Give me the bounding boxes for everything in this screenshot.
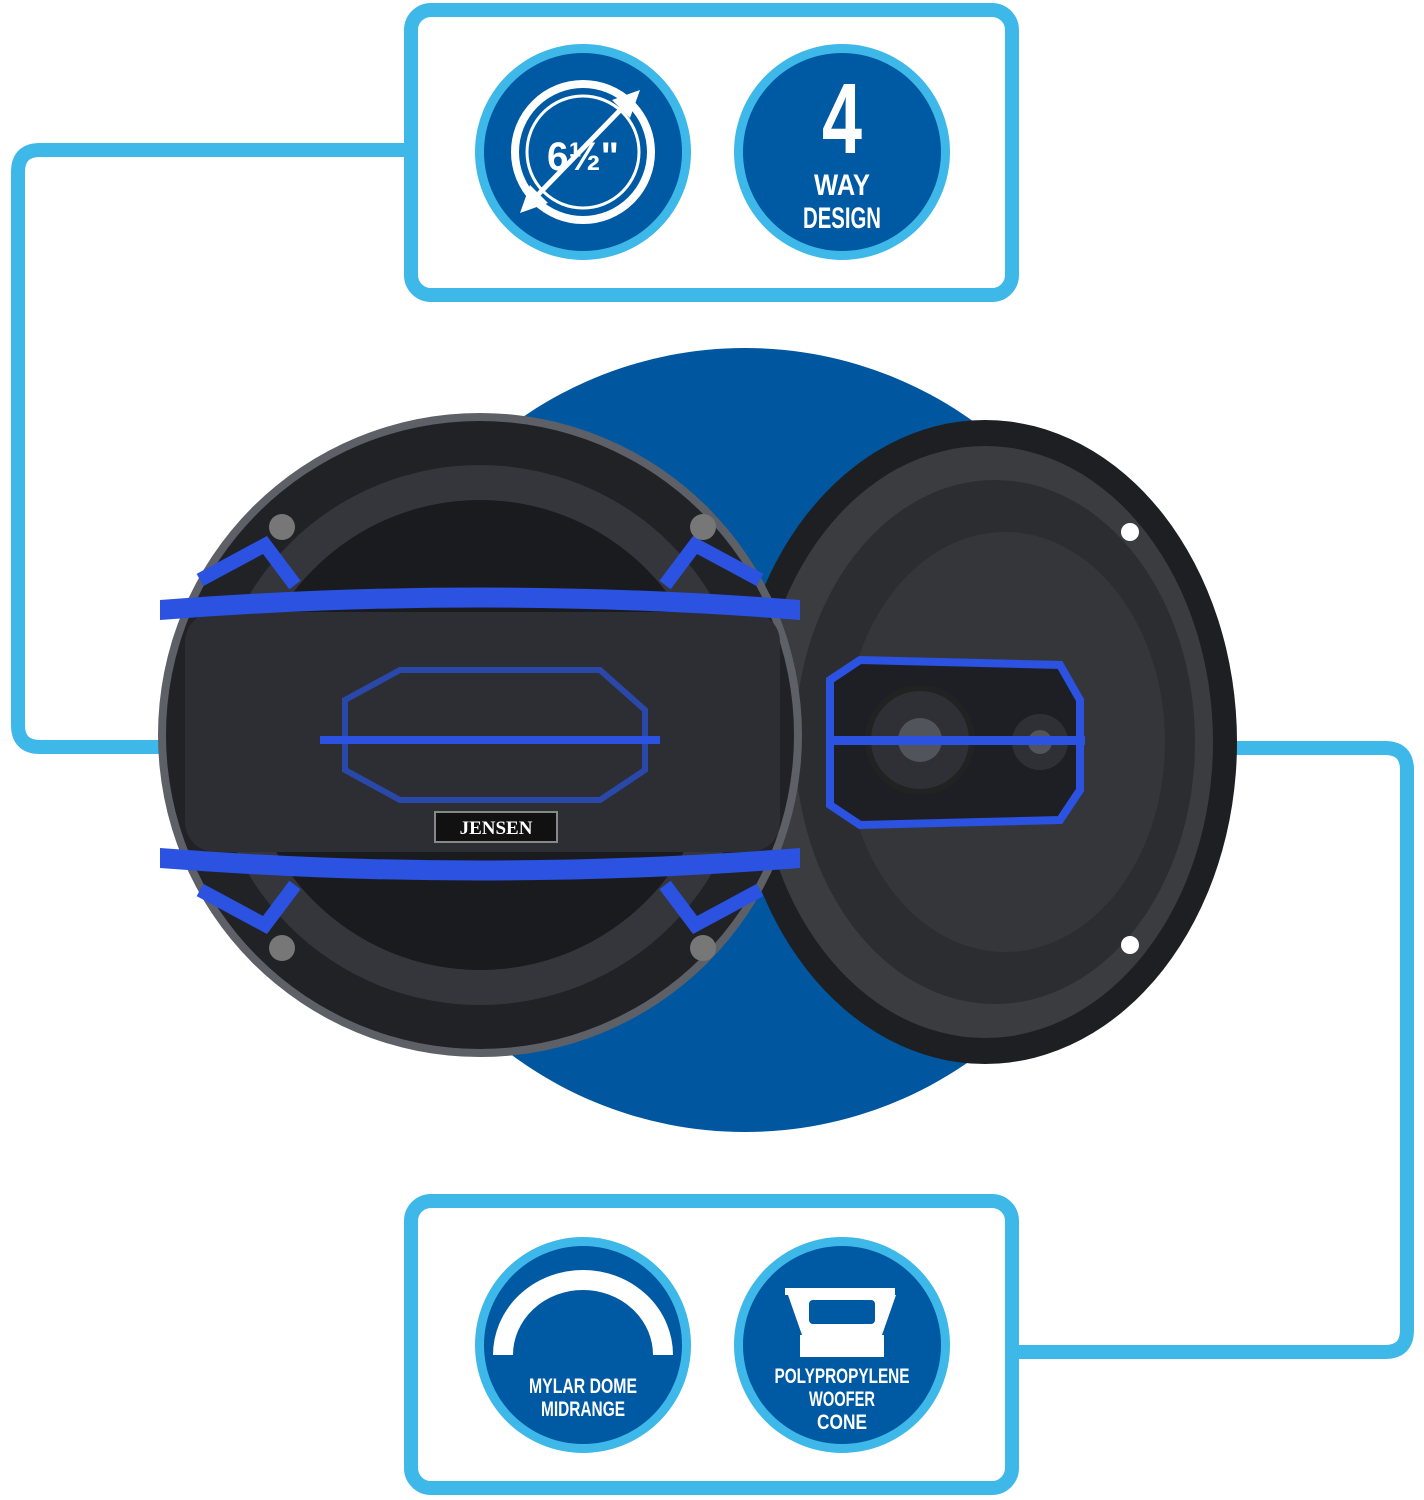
- connector-right: [1015, 741, 1414, 1359]
- rear-speaker-image: [733, 420, 1237, 1064]
- way-number: 4: [822, 63, 862, 175]
- feature-badge-4-way: 4 WAY DESIGN: [734, 44, 950, 260]
- feature-badge-size: 6½": [475, 44, 691, 260]
- design-label: DESIGN: [803, 202, 881, 235]
- feature-badge-mylar-dome: MYLAR DOME MIDRANGE: [475, 1237, 691, 1453]
- front-speaker-image: JENSEN: [158, 413, 802, 1057]
- mylar-line1: MYLAR DOME: [529, 1375, 637, 1398]
- way-label: WAY: [814, 169, 870, 202]
- diameter-ring-icon: [511, 80, 655, 224]
- diameter-arrow-icon: [520, 90, 640, 213]
- feature-badge-polypropylene: POLYPROPYLENE WOOFER CONE: [734, 1237, 950, 1453]
- mylar-line2: MIDRANGE: [541, 1398, 625, 1421]
- dome-icon: [493, 1270, 673, 1356]
- woofer-cone-icon: [785, 1288, 896, 1357]
- poly-line2: WOOFER: [809, 1388, 875, 1411]
- size-label: 6½": [547, 135, 619, 179]
- poly-line3: CONE: [817, 1411, 867, 1434]
- connector-left: [11, 143, 410, 754]
- poly-line1: POLYPROPYLENE: [775, 1365, 910, 1388]
- jensen-logo: JENSEN: [460, 818, 533, 839]
